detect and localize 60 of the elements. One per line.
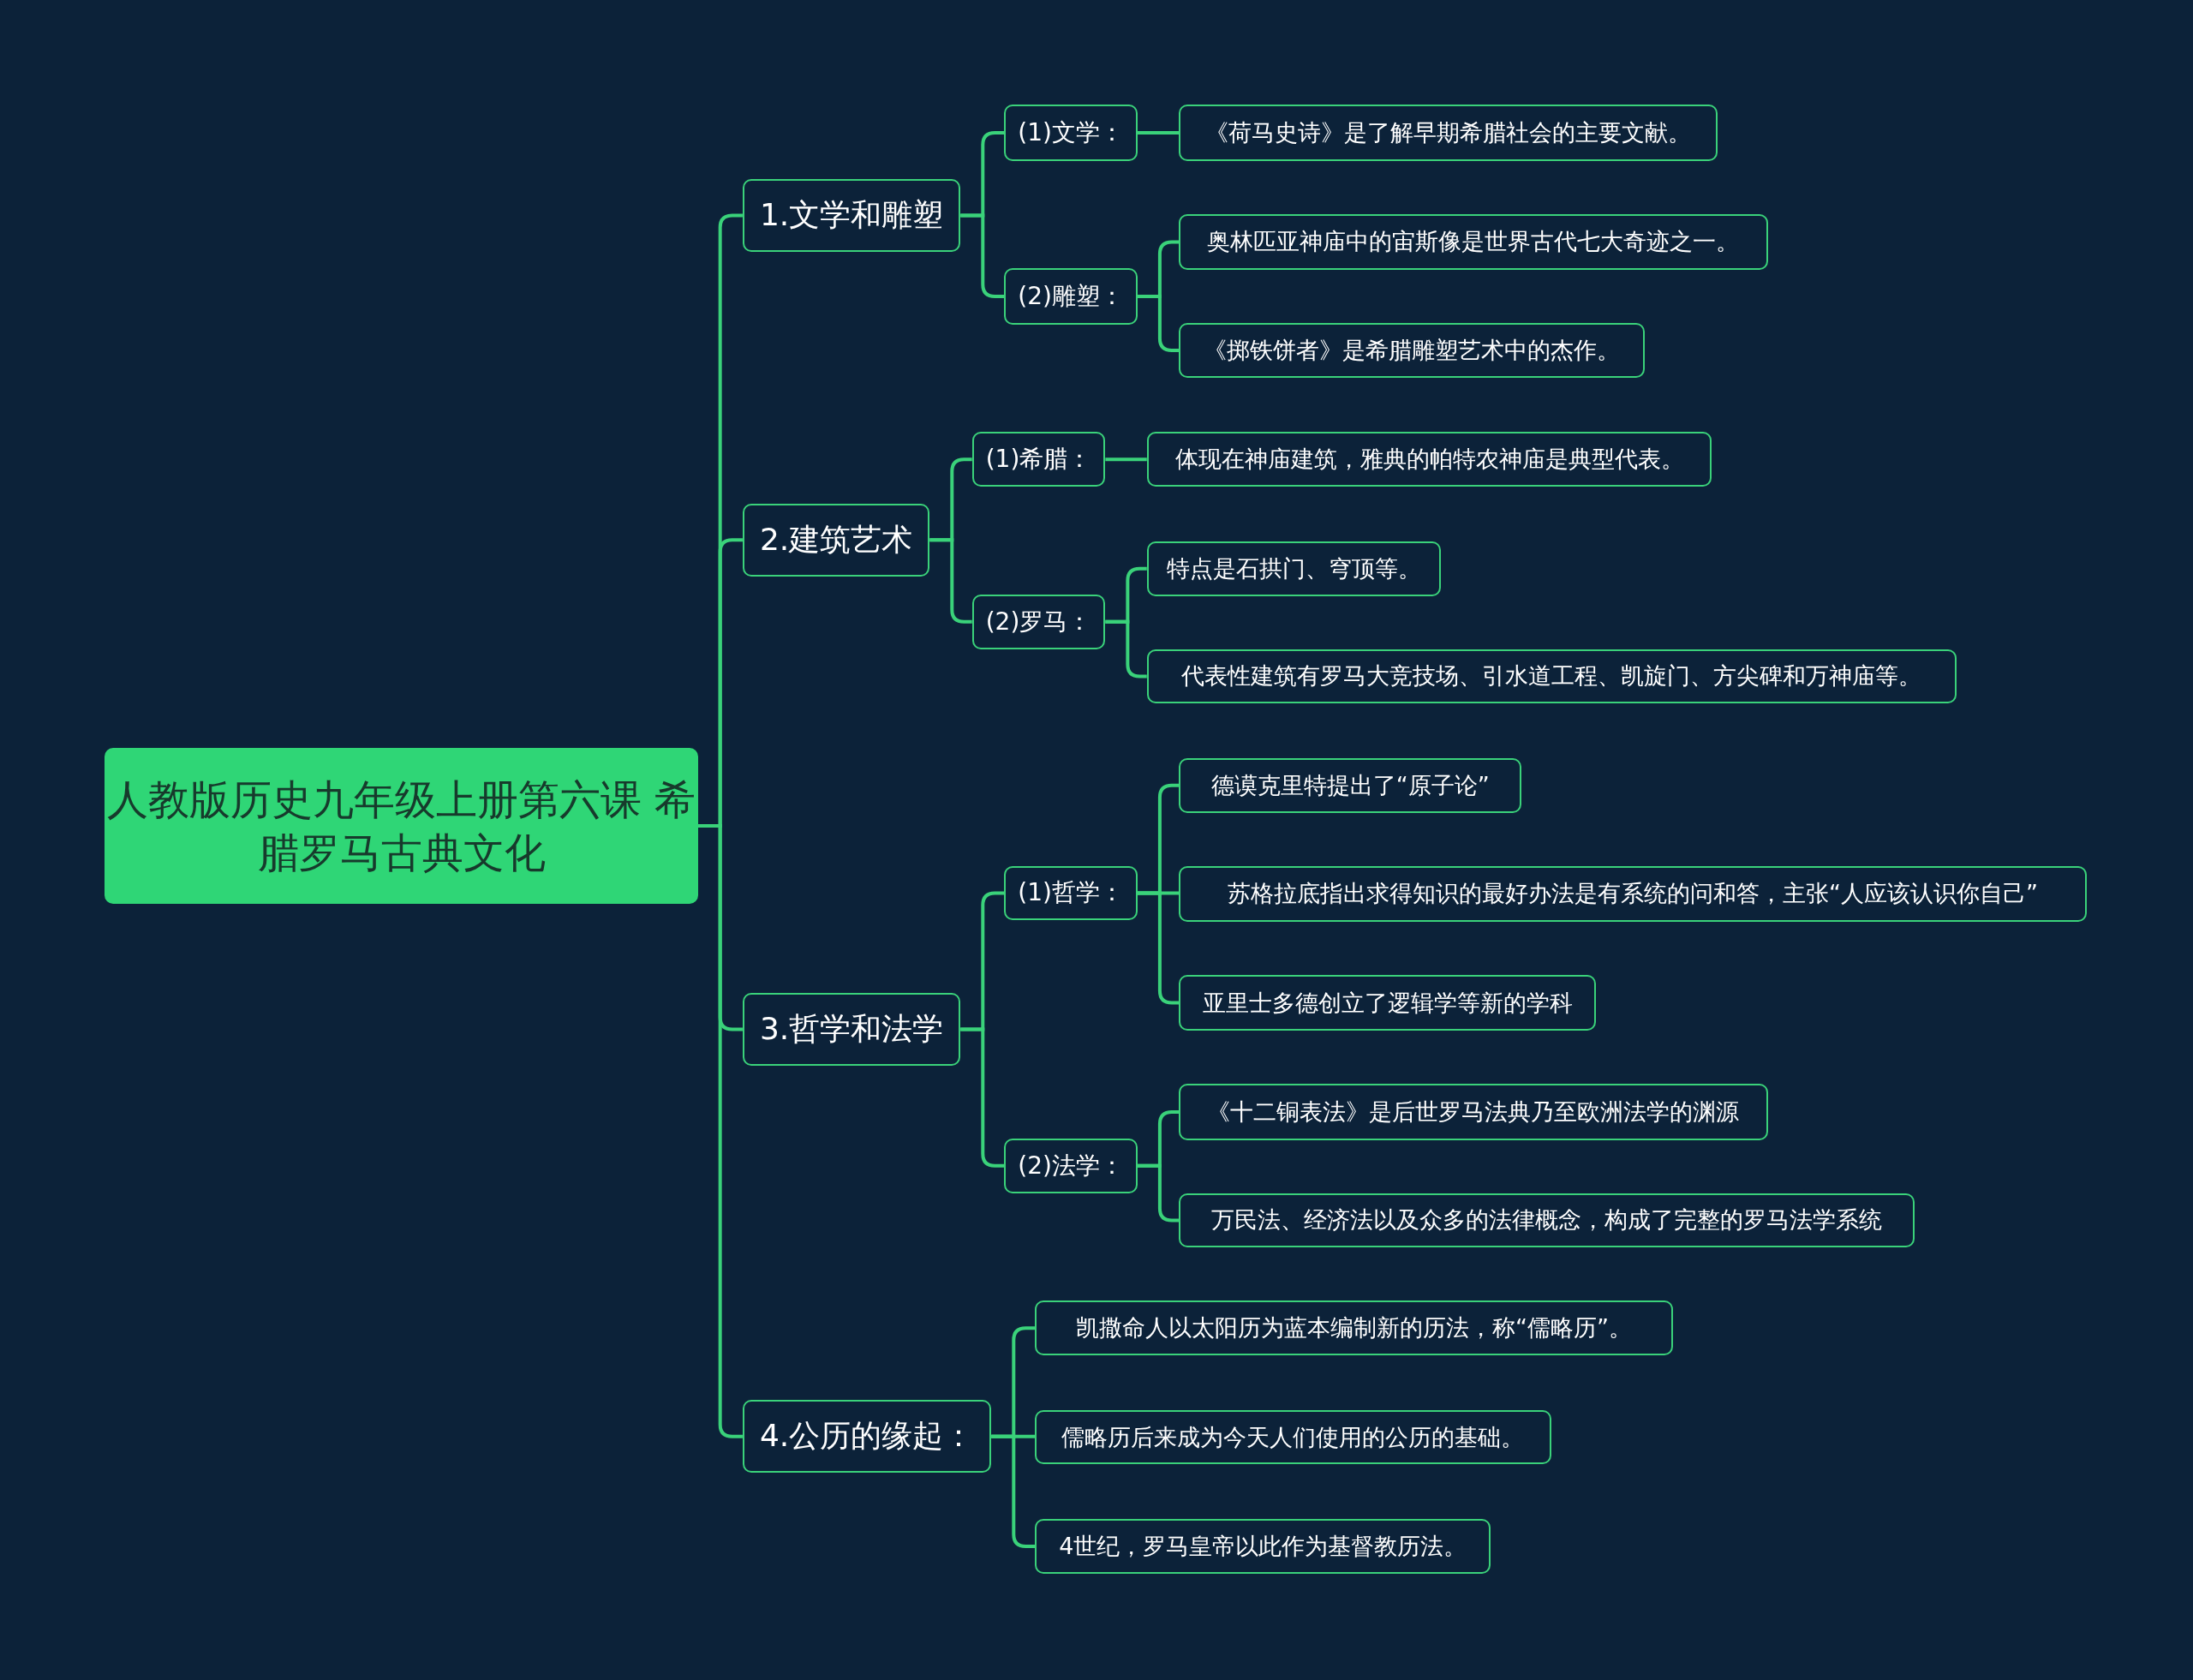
- topic-box: [742, 1400, 992, 1474]
- subtopic-box: [1004, 865, 1138, 921]
- topic-text: 奥林匹亚神庙中的宙斯像是世界古代七大奇迹之一。: [1207, 227, 1740, 257]
- leaf-box: [1179, 757, 1522, 813]
- topic-text: (1)文学：: [1018, 117, 1124, 149]
- connector-line: [929, 538, 972, 624]
- leaf-box: [1035, 1409, 1551, 1465]
- topic-text: 《掷铁饼者》是希腊雕塑艺术中的杰作。: [1204, 335, 1621, 365]
- subtopic-box: [971, 432, 1106, 487]
- topic-text: 代表性建筑有罗马大竞技场、引水道工程、凯旋门、方尖碑和万神庙等。: [1181, 661, 1922, 691]
- leaf-box: [1146, 432, 1712, 487]
- subtopic-box: [1004, 105, 1138, 161]
- topic-text: 3.哲学和法学: [759, 1010, 944, 1049]
- leaf-box: [1035, 1300, 1673, 1356]
- topic-text: 4世纪，罗马皇帝以此作为基督教历法。: [1059, 1531, 1467, 1561]
- topic-text: 苏格拉底指出求得知识的最好办法是有系统的问和答，主张“人应该认识你自己”: [1228, 879, 2039, 909]
- topic-text: 4.公历的缘起：: [759, 1417, 975, 1456]
- leaf-box: [1179, 865, 2087, 922]
- connector-line: [991, 1434, 1036, 1548]
- topic-box: [742, 503, 930, 577]
- leaf-box: [1146, 541, 1441, 596]
- leaf-box: [1179, 213, 1768, 271]
- topic-text: (2)罗马：: [985, 606, 1092, 637]
- connector-line: [1137, 131, 1180, 135]
- topic-text: 德谟克里特提出了“原子论”: [1210, 770, 1490, 800]
- leaf-box: [1035, 1519, 1491, 1574]
- topic-text: 特点是石拱门、穹顶等。: [1166, 553, 1421, 583]
- topic-box: [742, 993, 961, 1067]
- connector-line: [1137, 891, 1180, 1005]
- topic-text: 体现在神庙建筑，雅典的帕特农神庙是典型代表。: [1174, 445, 1684, 475]
- leaf-box: [1179, 1084, 1768, 1140]
- topic-text: 儒略历后来成为今天人们使用的公历的基础。: [1061, 1422, 1525, 1452]
- connector-line: [1137, 1163, 1180, 1223]
- topic-text: 万民法、经济法以及众多的法律概念，构成了完整的罗马法学系统: [1211, 1205, 1883, 1235]
- central-topic-box: [105, 748, 698, 904]
- leaf-box: [1179, 1193, 1915, 1248]
- topic-text: (2)法学：: [1018, 1150, 1124, 1181]
- topic-text: (1)希腊：: [985, 444, 1092, 475]
- topic-text: 《十二铜表法》是后世罗马法典乃至欧洲法学的渊源: [1207, 1097, 1740, 1127]
- topic-text: 亚里士多德创立了逻辑学等新的学科: [1202, 988, 1573, 1018]
- topic-text: 1.文学和雕塑: [759, 195, 944, 234]
- connector-line: [960, 213, 1005, 299]
- topic-text: 凯撒命人以太阳历为蓝本编制新的历法，称“儒略历”。: [1075, 1313, 1632, 1343]
- subtopic-box: [1004, 268, 1138, 325]
- leaf-box: [1179, 974, 1596, 1031]
- subtopic-box: [971, 594, 1106, 649]
- topic-text: 《荷马史诗》是了解早期希腊社会的主要文献。: [1205, 118, 1692, 148]
- subtopic-box: [1004, 1138, 1138, 1193]
- topic-box: [742, 178, 961, 252]
- connector-line: [1105, 619, 1147, 679]
- title-text: 人教版历史九年级上册第六课 希腊罗马古典文化: [105, 774, 697, 879]
- connector-line: [960, 1027, 1005, 1168]
- topic-text: (2)雕塑：: [1018, 281, 1124, 313]
- leaf-box: [1146, 649, 1957, 704]
- leaf-box: [1179, 323, 1645, 378]
- topic-text: 2.建筑艺术: [759, 520, 913, 559]
- connector-line: [1105, 457, 1147, 462]
- connector-line: [1137, 295, 1180, 352]
- leaf-box: [1179, 105, 1718, 161]
- topic-text: (1)哲学：: [1018, 877, 1124, 909]
